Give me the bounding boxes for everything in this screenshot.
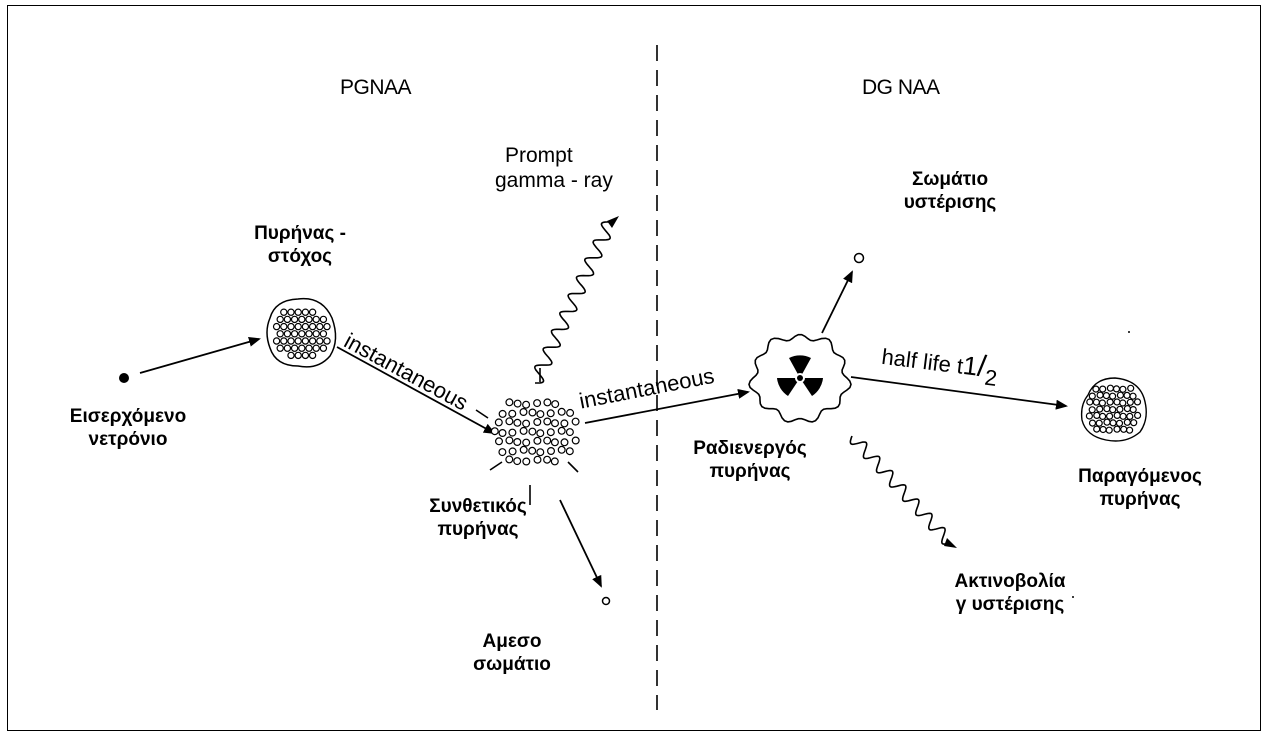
- target-nucleus-label: Πυρήνας - στόχος: [230, 222, 370, 268]
- product-nucleus-label: Παραγόμενος πυρήνας: [1060, 465, 1220, 511]
- target-nucleus: [267, 299, 336, 367]
- arrow-delayed-particle: [822, 272, 852, 333]
- direct-particle-circle: [603, 598, 610, 605]
- incoming-neutron-label: Εισερχόμενο νετρόνιο: [60, 405, 196, 451]
- arrow-direct-particle: [560, 500, 601, 586]
- product-nucleus: [1082, 378, 1147, 441]
- arrow-neutron-to-target: [140, 339, 259, 373]
- delayed-gamma-label: Ακτινοβολία γ υστέρισης: [935, 570, 1085, 616]
- direct-particle-label: Αμεσο σωμάτιο: [452, 630, 572, 676]
- dgnaa-title: DG NAA: [862, 76, 940, 100]
- compound-nucleus-label: Συνθετικός πυρήνας: [398, 495, 558, 541]
- prompt-gamma-wave: [535, 222, 610, 383]
- prompt-gamma-label: Prompt gamma - ray: [490, 143, 660, 193]
- delayed-gamma-wave: [850, 436, 950, 544]
- radioactive-nucleus: [749, 335, 851, 422]
- radioactive-nucleus-label: Ραδιενεργός πυρήνας: [676, 437, 824, 483]
- incoming-neutron-dot: [119, 373, 129, 383]
- delayed-particle-label: Σωμάτιο υστέρισης: [880, 168, 1020, 214]
- delayed-particle-circle: [855, 254, 864, 263]
- pgnaa-title: PGNAA: [340, 76, 411, 100]
- compound-nucleus: [476, 368, 579, 505]
